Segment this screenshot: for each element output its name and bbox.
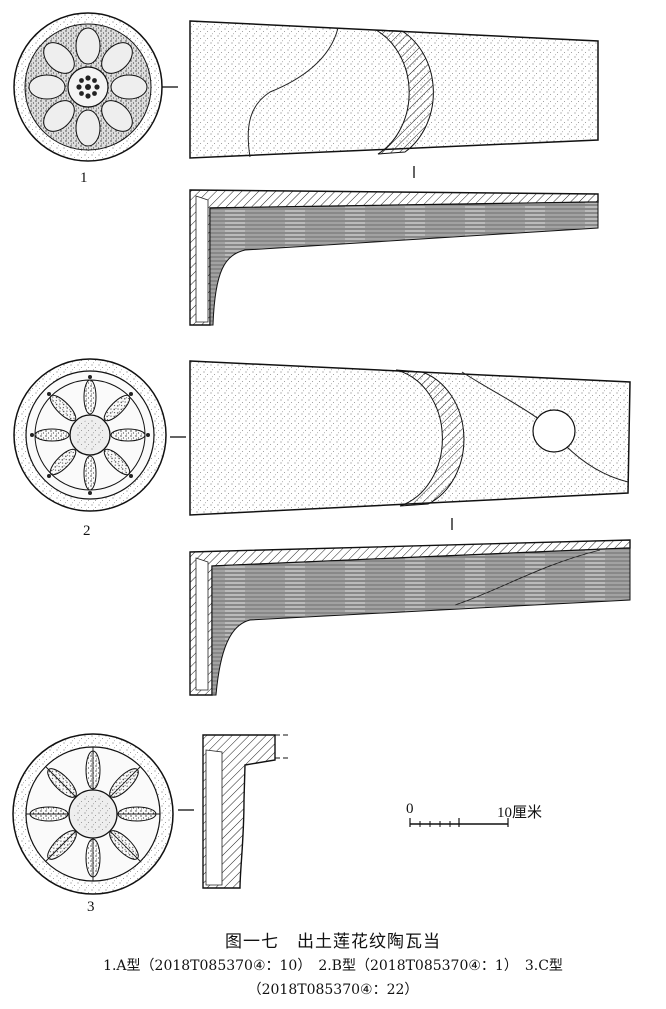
tile-1-section-view: [189, 189, 599, 326]
tile-end-1-face: [13, 12, 178, 162]
tile-end-2-face: [13, 358, 186, 512]
figure-number-2: 2: [83, 523, 91, 539]
scale-bar-start-label: 0: [406, 801, 414, 817]
scale-bar-end-label: 10厘米: [497, 805, 543, 821]
figure-caption-title: 图一七 出土莲花纹陶瓦当: [225, 932, 441, 952]
tile-1-top-view: [189, 20, 599, 178]
figure-number-1: 1: [80, 170, 88, 186]
scale-bar: [409, 818, 509, 827]
figure-number-3: 3: [87, 899, 95, 915]
figure-caption-line-1: 1.A型（2018T085370④：10） 2.B型（2018T085370④：…: [103, 958, 563, 974]
tile-end-3-face: [12, 733, 194, 895]
tile-2-top-view: [189, 360, 631, 530]
tile-2-section-view: [189, 539, 631, 696]
figure-caption-line-2: （2018T085370④：22）: [247, 982, 419, 998]
tile-3-section-view: [202, 734, 290, 889]
